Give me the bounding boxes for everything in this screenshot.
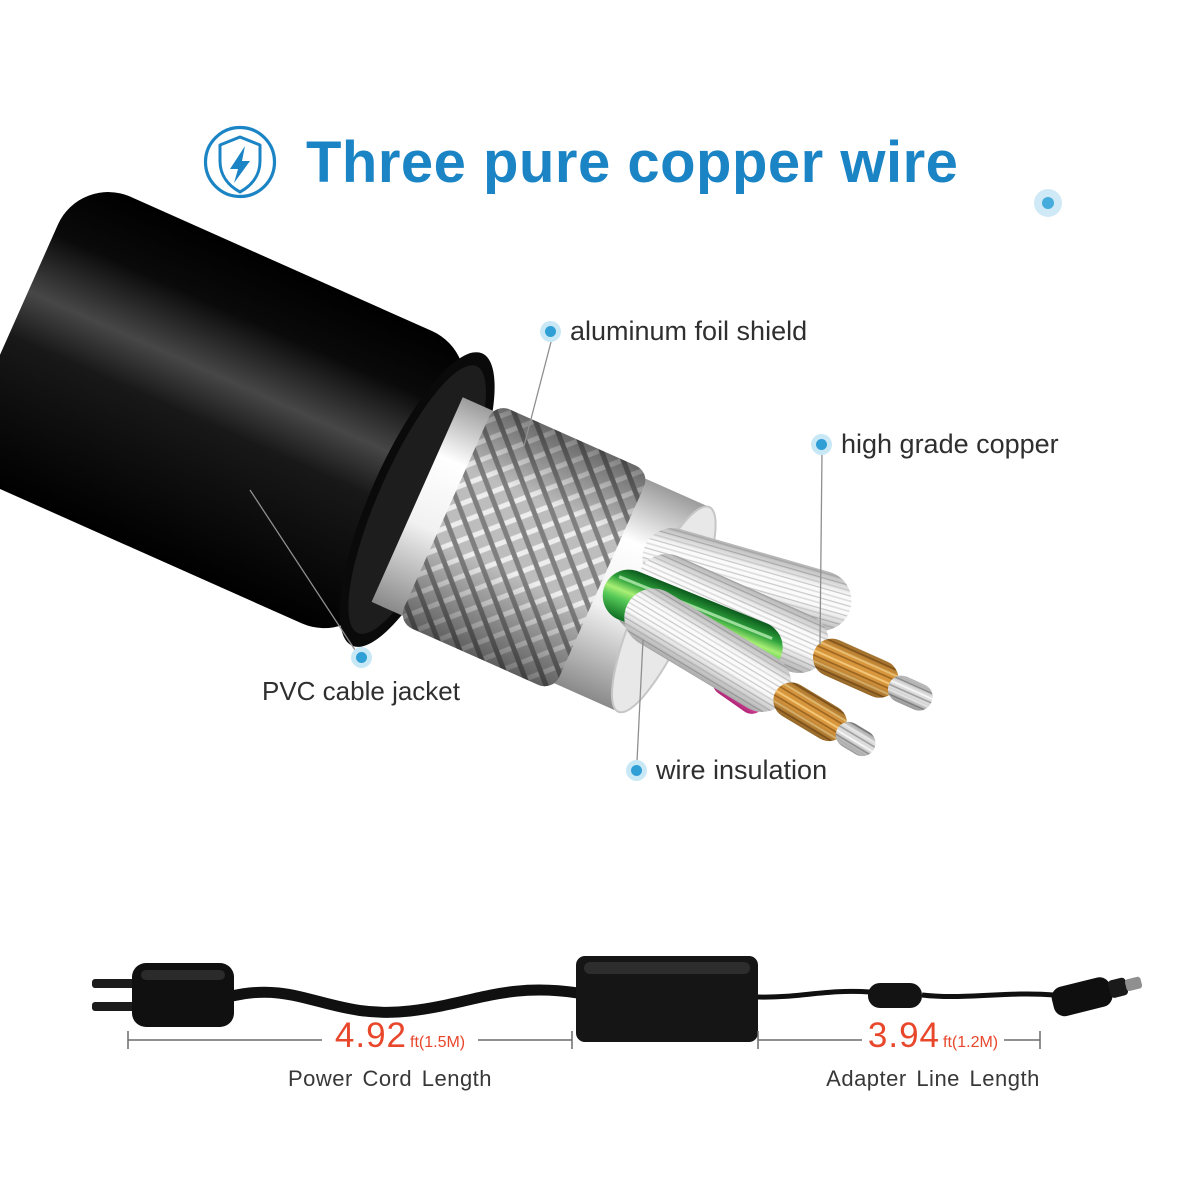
adapter-line-label: Adapter Line Length xyxy=(826,1066,1040,1091)
power-cord-measurement: 4.92 ft(1.5M) xyxy=(322,1016,478,1056)
callout-high-grade-copper: high grade copper xyxy=(816,427,1059,461)
adapter-line-value: 3.94 xyxy=(867,1016,940,1055)
marker-dot-icon xyxy=(631,764,642,776)
callout-aluminum-foil-shield: aluminum foil shield xyxy=(545,314,807,348)
leader-wire-insulation xyxy=(636,639,644,762)
decorative-dot-icon xyxy=(1034,189,1062,217)
barrel-connector xyxy=(1051,976,1143,1017)
wall-plug xyxy=(92,963,234,1027)
leader-high-grade-copper xyxy=(819,451,823,646)
power-cord xyxy=(226,984,584,1018)
ferrite-bead xyxy=(868,983,922,1008)
pvc-jacket xyxy=(0,192,465,629)
power-cord-value: 4.92 xyxy=(334,1016,407,1055)
marker-dot-icon xyxy=(545,325,556,337)
callout-label: PVC cable jacket xyxy=(262,676,460,706)
aluminum-shield-mesh xyxy=(402,408,646,687)
dc-cable xyxy=(757,988,871,1000)
callout-pvc-cable-jacket: PVC cable jacket xyxy=(256,652,466,708)
measurement-brackets xyxy=(127,1031,1041,1049)
header: Three pure copper wire xyxy=(202,124,958,200)
decorative-dot-inner xyxy=(1042,197,1054,209)
shield-lightning-icon xyxy=(202,124,278,200)
plug-prong xyxy=(92,979,140,988)
marker-dot-icon xyxy=(355,652,367,663)
adapter-line-unit: ft(1.2M) xyxy=(943,1034,999,1051)
barrel-tip xyxy=(1124,976,1143,992)
plug-prong xyxy=(92,1002,140,1011)
leader-pvc-cable-jacket xyxy=(249,489,356,651)
power-cord-unit: ft(1.5M) xyxy=(410,1034,466,1051)
white-wire-top xyxy=(642,528,852,631)
adapter-brick xyxy=(576,956,758,1042)
callout-label: aluminum foil shield xyxy=(570,316,808,346)
copper-conductor-2 xyxy=(624,588,876,757)
cable-body xyxy=(0,192,717,714)
dc-cable xyxy=(921,991,1055,1000)
callout-leader-lines xyxy=(249,341,823,762)
marker-dot-icon xyxy=(816,438,827,450)
callout-label: wire insulation xyxy=(656,755,828,785)
page-title: Three pure copper wire xyxy=(306,129,959,195)
inner-wires xyxy=(602,528,933,757)
adapter-product-photo xyxy=(92,956,1143,1049)
power-cord-label: Power Cord Length xyxy=(287,1066,493,1091)
callout-label: high grade copper xyxy=(841,429,1059,459)
callout-wire-insulation: wire insulation xyxy=(631,753,827,787)
adapter-line-measurement: 3.94 ft(1.2M) xyxy=(860,1016,1006,1056)
leader-aluminum-foil-shield xyxy=(523,341,552,447)
